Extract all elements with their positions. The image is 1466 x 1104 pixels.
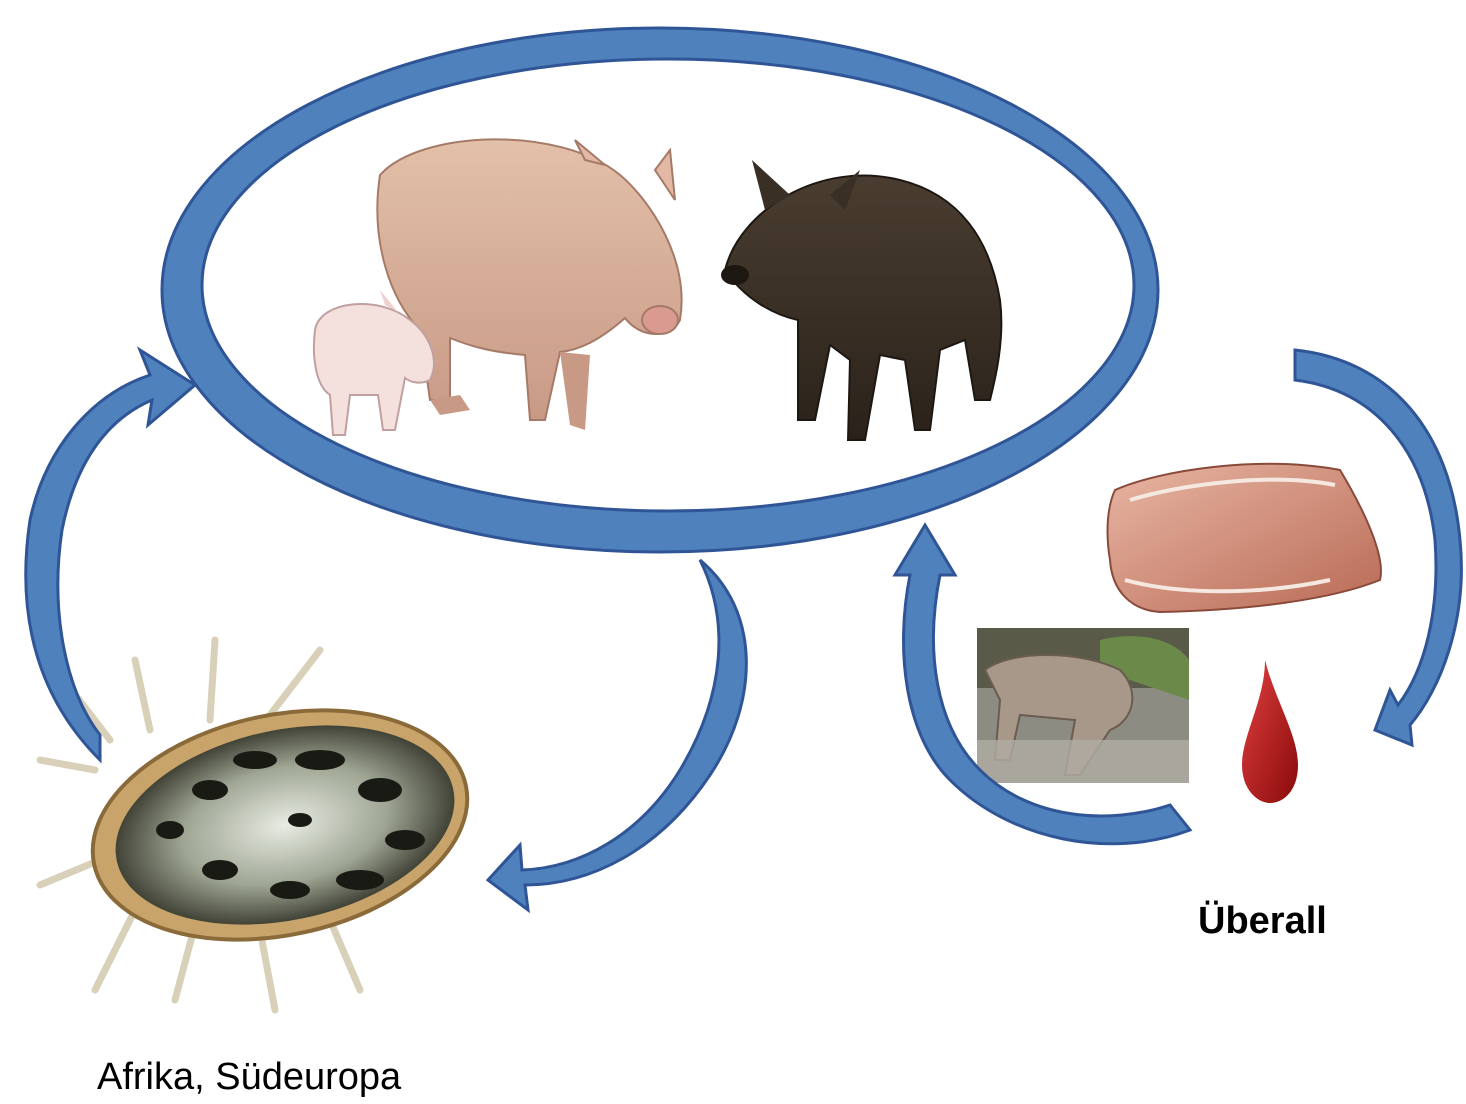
arrow-ring-to-tick — [488, 560, 746, 910]
arrow-tick-to-ring — [26, 350, 195, 760]
boar-carcass-image — [977, 628, 1189, 783]
region-label-ticks: Afrika, Südeuropa — [97, 1056, 401, 1099]
tick-image — [40, 640, 489, 1010]
region-label-everywhere: Überall — [1198, 900, 1327, 943]
pork-slices-image — [1108, 464, 1381, 612]
